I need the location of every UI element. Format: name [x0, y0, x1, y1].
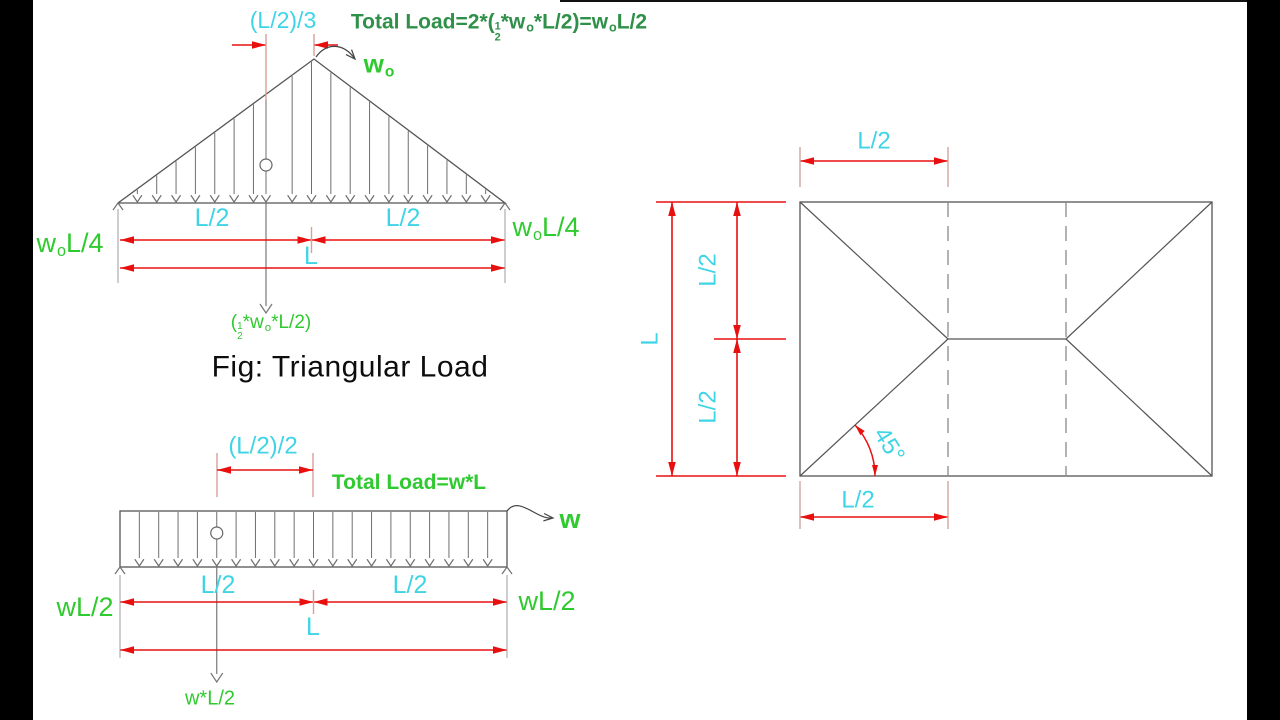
- fig3-dim-left-upper-label: L/2: [694, 253, 722, 287]
- fig1-span-left-label: L/2: [194, 203, 230, 232]
- letterbox-right: [1247, 0, 1280, 720]
- fig2-span-right-label: L/2: [392, 570, 428, 599]
- fig2-load-label: w: [559, 503, 581, 534]
- text-part: Total Load=2*(: [350, 10, 495, 34]
- subscript: o: [609, 20, 617, 35]
- fig2-total-load-label: Total Load=w*L: [331, 470, 487, 494]
- fig1-span-right-label: L/2: [385, 203, 421, 232]
- subscript: o: [56, 242, 66, 261]
- text-part: L/2: [616, 10, 648, 34]
- subscript: o: [264, 321, 272, 334]
- fig1-reaction-left-label: woL/4: [36, 227, 104, 261]
- frame-edge-line: [560, 0, 1247, 2]
- subscript: o: [384, 63, 395, 81]
- subscript: o: [532, 226, 542, 245]
- fig2-reaction-left-label: wL/2: [56, 591, 114, 622]
- fraction-numerator: 1: [494, 20, 501, 33]
- text-part: *L/2): [271, 312, 312, 334]
- text-part: w: [36, 227, 56, 258]
- text-part: *w: [242, 312, 264, 334]
- fraction-numerator: 1: [237, 321, 243, 333]
- fig1-span-total-label: L: [304, 241, 318, 270]
- fig2-resultant-label: w*L/2: [184, 687, 236, 710]
- text-part: *L/2)=w: [533, 10, 609, 34]
- text-part: *w: [500, 10, 526, 34]
- fig3-dim-bottom-label: L/2: [841, 486, 875, 514]
- text-part: w: [512, 211, 532, 242]
- letterbox-left: [0, 0, 33, 720]
- triangular-load-drawing: [112, 34, 511, 315]
- fig1-peak-load-label: wo: [363, 48, 395, 81]
- text-part: w: [363, 48, 384, 79]
- uniform-load-drawing: [114, 453, 555, 684]
- subscript: o: [526, 20, 534, 35]
- fig2-reaction-right-label: wL/2: [518, 585, 576, 616]
- text-part: L/4: [541, 211, 580, 242]
- fig2-span-total-label: L: [306, 612, 320, 641]
- fraction-denominator: 2: [237, 330, 243, 342]
- fig3-dim-top-label: L/2: [857, 127, 891, 155]
- text-part: L/4: [65, 227, 104, 258]
- fig1-reaction-right-label: woL/4: [512, 211, 580, 245]
- fraction-denominator: 2: [494, 31, 501, 44]
- roof-plan-drawing: [656, 147, 1213, 529]
- fig1-dim-top-label: (L/2)/3: [249, 6, 317, 33]
- fig2-dim-top-label: (L/2)/2: [228, 432, 298, 460]
- fig3-dim-left-total-label: L: [636, 332, 664, 346]
- fig2-span-left-label: L/2: [200, 570, 236, 599]
- text-part: (: [230, 312, 238, 334]
- fig1-caption: Fig: Triangular Load: [211, 350, 489, 384]
- fig3-dim-left-lower-label: L/2: [694, 390, 722, 424]
